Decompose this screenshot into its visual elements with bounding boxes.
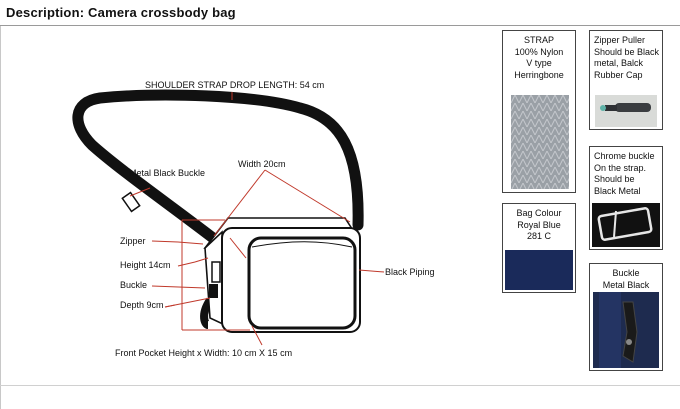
card-strap: STRAP 100% Nylon V type Herringbone [502,30,576,193]
front-pocket [247,236,357,330]
strap-line-3: V type [526,58,552,68]
header-bar: Description: Camera crossbody bag [0,0,680,26]
strap-lower [200,297,214,329]
label-depth: Depth 9cm [120,300,164,310]
chrome-line-2: On the strap. [594,162,647,173]
zipper-line-2: Should be Black [594,46,660,57]
shoulder-strap [72,89,364,244]
buckle-line-1: Buckle [612,268,640,278]
label-buckle: Buckle [120,280,148,290]
zipper-puller-photo [595,95,657,127]
card-buckle-metal-black: Buckle Metal Black [589,263,663,371]
page-title: Description: Camera crossbody bag [6,5,236,20]
chrome-line-1: Chrome buckle [594,151,655,161]
frame-left-border [0,26,1,409]
strap-line-1: STRAP [523,35,554,45]
frame-bottom-border [0,385,680,386]
buckle-photo [593,292,659,368]
label-front-pocket-size: Front Pocket Height x Width: 10 cm X 15 … [115,348,293,358]
label-height: Height 14cm [120,260,171,270]
label-black-piping: Black Piping [385,267,435,277]
side-buckle-icon [209,284,218,298]
colour-line-3: 281 C [526,231,552,241]
zipper-pull-icon [211,261,221,283]
card-bag-colour: Bag Colour Royal Blue 281 C [502,203,576,293]
chrome-line-3: Should be [594,174,635,184]
strap-fabric-photo [511,95,569,189]
strap-buckle-icon [121,191,141,213]
card-zipper-puller: Zipper Puller Should be Black metal, Bal… [589,30,663,130]
strap-line-2: 100% Nylon [514,46,564,57]
zipper-line-4: Rubber Cap [594,69,643,80]
bag-technical-drawing [72,89,385,346]
strap-line-4: Herringbone [514,69,564,80]
label-zipper: Zipper [120,236,146,246]
chrome-buckle-photo [592,203,660,247]
colour-line-1: Bag Colour [516,208,562,218]
royal-blue-swatch [505,250,573,290]
card-chrome-buckle: Chrome buckle On the strap. Should be Bl… [589,146,663,250]
label-width: Width 20cm [238,159,286,169]
chrome-line-4: Black Metal [594,185,641,196]
label-metal-black-buckle: Metal Black Buckle [129,168,206,178]
zipper-line-3: metal, Balck [594,58,644,68]
label-strap-drop-length: SHOULDER STRAP DROP LENGTH: 54 cm [145,80,325,90]
colour-line-2: Royal Blue [517,219,561,230]
zipper-line-1: Zipper Puller [594,35,646,45]
buckle-line-2: Metal Black [602,279,650,290]
annotation-lines [129,92,385,346]
pocket-zip-line [251,241,353,248]
